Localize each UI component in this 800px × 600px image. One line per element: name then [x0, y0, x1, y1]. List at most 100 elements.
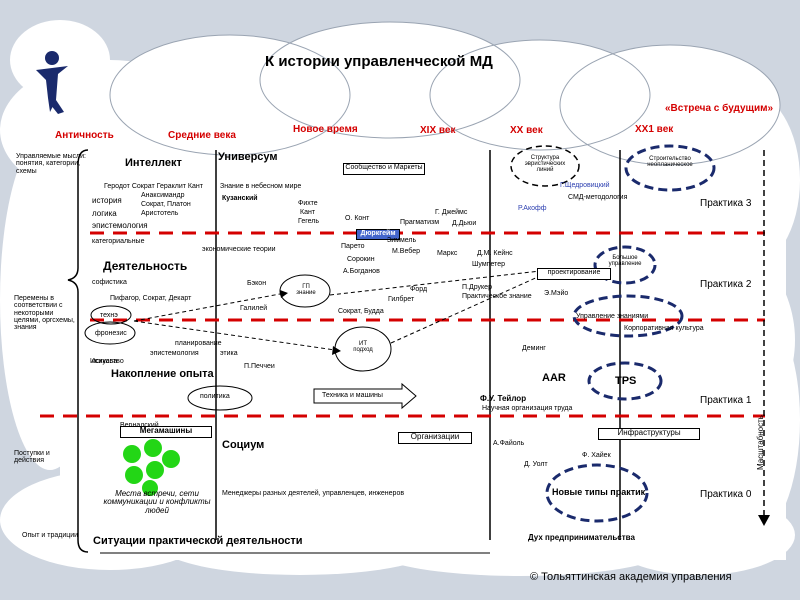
- bacon: Бэкон: [247, 280, 267, 287]
- practice-dividers: [40, 231, 765, 418]
- heading-intellect: Интеллект: [125, 157, 182, 169]
- proj-box: проектирование: [537, 268, 611, 280]
- mega-box: Мегамашины: [120, 426, 212, 438]
- fichte: Фихте: [298, 200, 318, 207]
- plan: планирование: [175, 340, 222, 347]
- org-box: Организации: [398, 432, 472, 444]
- era-antiquity: Античность: [55, 130, 114, 141]
- history: история: [92, 196, 122, 205]
- mayo: Э.Мэйо: [544, 290, 569, 297]
- hayek: Ф. Хайек: [582, 452, 611, 459]
- comm-box: Сообщество и Маркеты: [343, 163, 425, 175]
- epi-repro: эпистемология: [150, 350, 199, 357]
- self-org: Сократ, Будда: [338, 308, 384, 315]
- concept-ellipses: [84, 274, 392, 411]
- left-brace: [67, 149, 89, 553]
- ethics: этика: [220, 350, 238, 357]
- aar: AAR: [542, 372, 566, 384]
- ancient-names: Геродот Сократ Гераклит Кант: [104, 183, 203, 190]
- bogdanov: А.Богданов: [343, 268, 380, 275]
- copyright: © Тольяттинская академия управления: [530, 571, 732, 583]
- future-label: «Встреча с будущим»: [665, 103, 774, 114]
- big-game-label: Большое управление: [608, 255, 642, 267]
- mgmt-practices: Менеджеры разных деятелей, управленцев, …: [222, 490, 405, 497]
- drucker: П.Друкер: [462, 284, 492, 291]
- era-middle-ages: Средние века: [168, 130, 236, 141]
- ford: Форд: [410, 286, 428, 293]
- gn-label: ГП знание: [296, 284, 316, 296]
- aristotle: Аристотель: [141, 210, 179, 217]
- cloud-outline: [109, 21, 781, 166]
- scale-arrow: [758, 150, 770, 526]
- era-19c: XIX век: [420, 125, 456, 136]
- shchedrov: Г.Щедровицкий: [560, 182, 610, 189]
- lesson-label: Места встречи, сети коммуникации и конфл…: [103, 489, 211, 515]
- sorokin: Сорокин: [347, 256, 375, 263]
- kuzansky: Кузанский: [222, 195, 258, 202]
- art: искусство: [92, 358, 124, 365]
- left-mid-desc: Перемены в соответствии с некоторыми цел…: [14, 295, 75, 332]
- politics-label: политика: [200, 393, 230, 400]
- practice-1: Практика 1: [700, 395, 752, 406]
- pifagor: Пифагор, Сократ, Декарт: [110, 295, 192, 302]
- new-practices-label: Новые типы практик: [552, 487, 646, 497]
- weil: Д. Уолт: [524, 461, 548, 468]
- logo-figure: [36, 51, 68, 114]
- kant: Кант: [300, 209, 316, 216]
- sttr-label: Структура эвристических линий: [524, 155, 566, 173]
- infra-box: Инфраструктуры: [598, 428, 700, 440]
- simmel: Зиммель: [387, 237, 417, 244]
- fayol: А.Файоль: [493, 440, 525, 447]
- kar-label: Корпоративная культура: [624, 325, 704, 332]
- taylor: Ф.У. Тейлор: [480, 394, 527, 403]
- green-dots: [123, 439, 180, 496]
- era-21c: XX1 век: [635, 124, 674, 135]
- page-title: К истории управленческой МД: [265, 53, 493, 70]
- flow-arrows: [133, 270, 541, 351]
- practice-2: Практика 2: [700, 279, 752, 290]
- gilbreth: Гилбрет: [388, 296, 415, 303]
- practice-3: Практика 3: [700, 198, 752, 209]
- james: Г. Джеймс: [435, 209, 468, 216]
- km-label: Управление знаниями: [576, 313, 649, 320]
- econ: экономические теории: [202, 246, 276, 253]
- ishikawa-left: Исикава: [90, 358, 118, 365]
- phronesis: фронезис: [95, 330, 127, 337]
- heading-accumulation: Накопление опыта: [111, 368, 214, 380]
- schumpeter: Шумпетер: [472, 261, 506, 268]
- categories: категориальные: [92, 238, 145, 245]
- vernadsky: Вернадский: [120, 422, 159, 429]
- sbs-label: Строительство неопланическое: [647, 156, 693, 168]
- tps-label: TPS: [615, 375, 637, 387]
- heading-universum: Универсум: [218, 151, 278, 163]
- episteme: эпистемология: [92, 221, 148, 230]
- logic: логика: [92, 209, 117, 218]
- comte: О. Конт: [345, 215, 370, 222]
- sophists: софистика: [92, 279, 127, 286]
- tech-arrow: [313, 382, 417, 410]
- left-low-desc: Поступки и действия: [14, 450, 50, 465]
- itp-label: ИТ подход: [353, 341, 373, 353]
- struct-ellipse: [510, 145, 580, 187]
- durkheim-box: Дюркгейм: [356, 229, 400, 240]
- sci-org: Научная организация труда: [482, 405, 573, 412]
- tech-label: Техника и машины: [322, 392, 383, 399]
- scale-label: Масштабность: [756, 415, 765, 470]
- deming: Деминг: [522, 345, 546, 352]
- era-modern: Новое время: [293, 124, 358, 135]
- pareto: Парето: [341, 243, 365, 250]
- future-ellipses: [545, 144, 716, 523]
- heading-activity: Деятельность: [103, 259, 188, 273]
- marx: Маркс: [437, 250, 458, 257]
- hegel: Гегель: [298, 218, 320, 225]
- keynes: Д.М. Кейнс: [477, 250, 513, 257]
- socrates-plato: Сократ, Платон: [141, 201, 191, 208]
- left-bottom-desc: Опыт и традиции: [22, 532, 79, 539]
- smd: СМД-методология: [568, 194, 628, 201]
- scholastics: Знание в небесном мире: [220, 183, 302, 190]
- prag: Прагматизм: [400, 219, 440, 226]
- left-top-desc: Управляемые мысли: понятия, категории, с…: [16, 153, 86, 175]
- practical-knowledge: Практическое знание: [462, 293, 532, 300]
